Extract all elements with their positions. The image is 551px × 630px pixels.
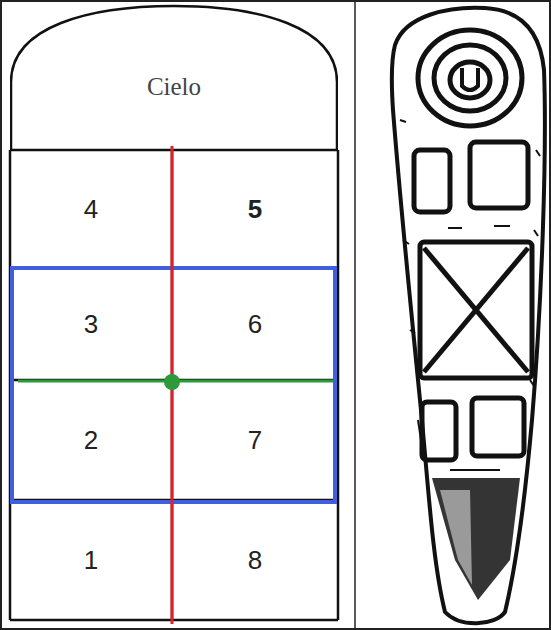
sky-label: Cielo [147, 74, 201, 99]
cell-number: 4 [84, 196, 98, 222]
hopscotch-cell: 1 [10, 500, 172, 620]
hopscotch-cell: 4 [10, 150, 172, 268]
stele-outline [392, 8, 545, 624]
carved-panels [414, 142, 532, 460]
arch-line [11, 6, 337, 150]
hopscotch-cell: 7 [172, 380, 338, 500]
cell-number: 7 [248, 427, 262, 453]
center-dot [164, 374, 180, 390]
cell-number: 3 [84, 311, 98, 337]
cell-number: 8 [248, 547, 262, 573]
stone-stele [392, 8, 545, 624]
stele-shading [432, 478, 520, 600]
hopscotch-cell: 3 [10, 268, 172, 380]
hopscotch-grid [10, 150, 338, 620]
spiral-disc [418, 30, 522, 126]
panel-divider [354, 1, 356, 629]
hopscotch-cell: 5 [172, 150, 338, 268]
hopscotch-cell: 2 [10, 380, 172, 500]
stele-texture [400, 120, 540, 470]
cell-number: 6 [248, 311, 262, 337]
hopscotch-cell: 8 [172, 500, 338, 620]
cell-number: 1 [84, 547, 98, 573]
cell-number: 5 [248, 196, 262, 222]
sky-arch: Cielo [10, 4, 338, 150]
hopscotch-cell: 6 [172, 268, 338, 380]
cell-number: 2 [84, 427, 98, 453]
